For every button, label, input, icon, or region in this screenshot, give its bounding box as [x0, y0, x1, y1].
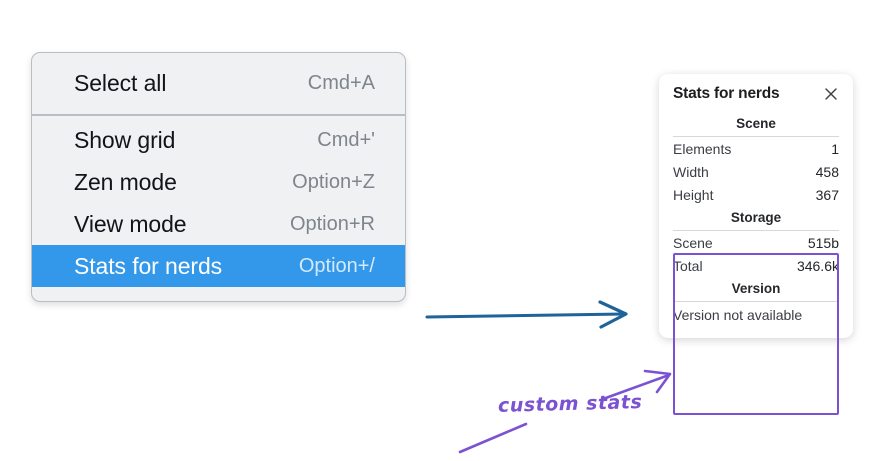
stats-panel-header: Stats for nerds — [673, 85, 839, 103]
menu-item-shortcut: Option+R — [289, 212, 375, 235]
stat-label: Elements — [673, 141, 732, 157]
menu-item-shortcut: Option+/ — [298, 254, 375, 277]
section-title: Scene — [736, 116, 776, 131]
stat-label: Height — [673, 187, 714, 203]
menu-item-label: Zen mode — [74, 168, 177, 195]
menu-item-label: Stats for nerds — [74, 252, 223, 279]
stat-label: Scene — [673, 235, 713, 251]
stats-section-version: Version Version not available — [673, 277, 839, 324]
stats-for-nerds-panel: Stats for nerds Scene Elements 1 Width 4… — [659, 74, 853, 338]
stat-label: Total — [673, 258, 703, 274]
menu-item-show-grid[interactable]: Show grid Cmd+' — [32, 119, 405, 161]
close-icon[interactable] — [823, 86, 839, 102]
menu-item-zen-mode[interactable]: Zen mode Option+Z — [32, 161, 405, 203]
menu-item-shortcut: Option+Z — [292, 170, 375, 193]
menu-item-shortcut: Cmd+A — [307, 71, 375, 94]
stat-row: Width 458 — [673, 160, 839, 183]
context-menu[interactable]: Select all Cmd+A Show grid Cmd+' Zen mod… — [31, 52, 406, 302]
menu-item-label: Select all — [74, 69, 167, 96]
stat-label: Width — [673, 164, 709, 180]
section-title: Storage — [730, 210, 782, 225]
menu-item-label: View mode — [74, 210, 187, 237]
stat-value: 367 — [815, 187, 839, 203]
menu-item-label: Show grid — [74, 126, 176, 153]
stat-value: 346.6k — [796, 258, 839, 274]
stat-row: Total 346.6k — [673, 254, 839, 277]
stat-value: 1 — [831, 141, 839, 157]
section-title: Version — [731, 281, 781, 296]
menu-item-view-mode[interactable]: View mode Option+R — [32, 203, 405, 245]
menu-group-1: Select all Cmd+A — [32, 53, 405, 114]
stats-section-scene: Scene Elements 1 Width 458 Height 367 — [673, 112, 839, 206]
blue-arrow-icon — [425, 300, 628, 329]
version-status-text: Version not available — [673, 307, 803, 323]
purple-underline-stroke — [458, 422, 528, 454]
custom-stats-callout-label: custom stats — [497, 391, 643, 417]
menu-item-stats-for-nerds[interactable]: Stats for nerds Option+/ — [32, 245, 405, 287]
menu-item-shortcut: Cmd+' — [317, 128, 375, 151]
section-rule — [673, 230, 839, 231]
menu-item-select-all[interactable]: Select all Cmd+A — [32, 62, 405, 104]
stats-section-storage: Storage Scene 515b Total 346.6k — [673, 206, 839, 277]
stat-value: 458 — [815, 164, 839, 180]
stat-value: 515b — [807, 235, 839, 251]
stats-panel-title: Stats for nerds — [673, 85, 780, 102]
menu-divider — [32, 114, 405, 116]
stat-row: Height 367 — [673, 183, 839, 206]
section-rule — [673, 136, 839, 137]
menu-group-2: Show grid Cmd+' Zen mode Option+Z View m… — [32, 116, 405, 301]
section-rule — [673, 301, 839, 302]
stat-row: Elements 1 — [673, 137, 839, 160]
stat-row: Scene 515b — [673, 231, 839, 254]
